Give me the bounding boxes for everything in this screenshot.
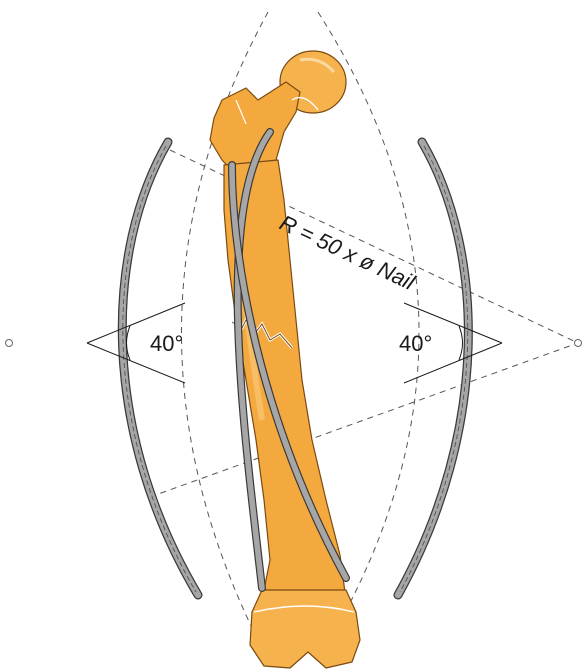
femur-bone [210,51,360,668]
right-angle-label: 40° [399,331,432,356]
left-curved-nail [122,142,198,595]
right-curved-nail [398,142,468,595]
construction-lines [150,12,578,660]
radius-label: R = 50 x ø Nail [276,210,420,296]
left-center-point [6,340,13,347]
right-center-point [575,340,582,347]
radius-line-lower [150,343,578,497]
distal-femur [250,590,360,668]
left-angle-label: 40° [150,331,183,356]
